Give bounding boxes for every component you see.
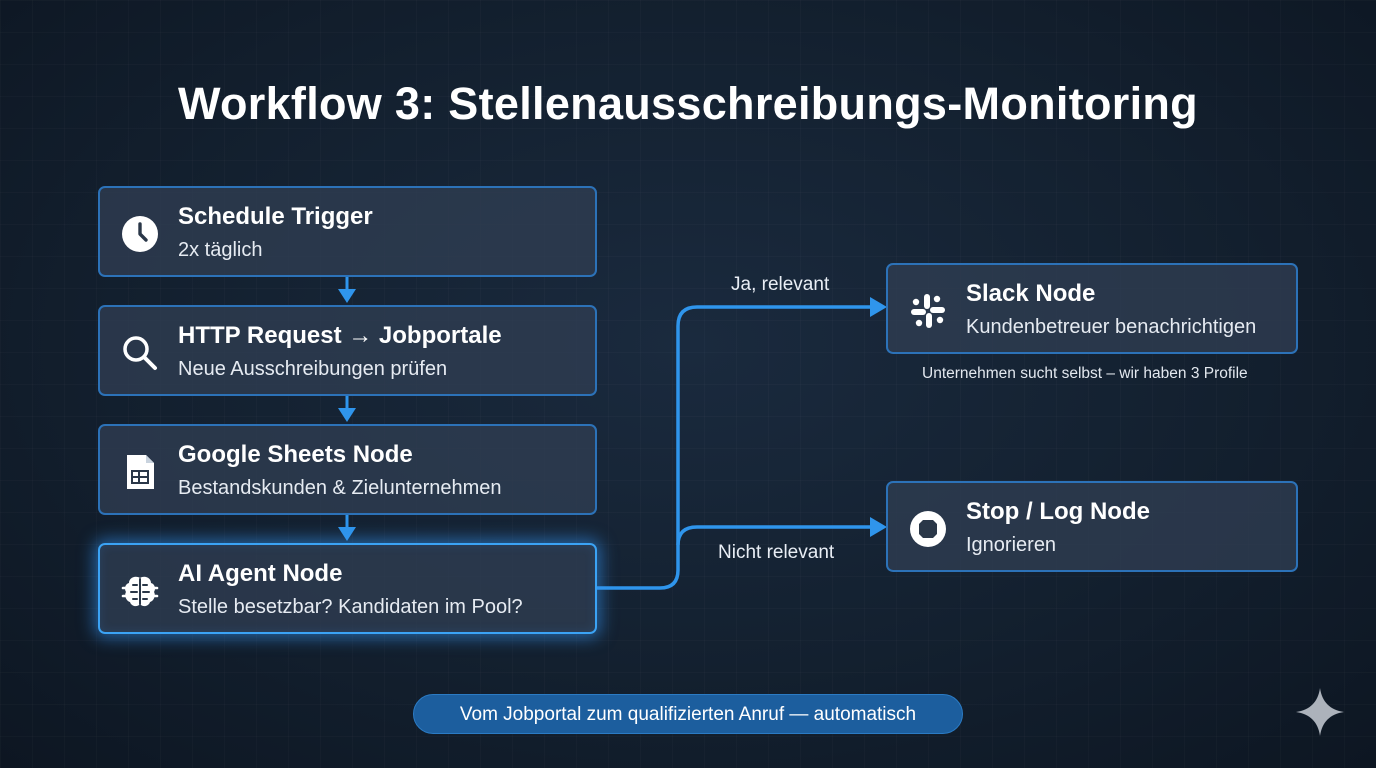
node-title: Schedule Trigger [178, 203, 373, 230]
node-ai-agent[interactable]: AI Agent Node Stelle besetzbar? Kandidat… [98, 543, 597, 634]
arrowhead-http-to-sheets [338, 408, 356, 422]
node-schedule-trigger[interactable]: Schedule Trigger 2x täglich [98, 186, 597, 277]
brain-icon [120, 571, 160, 611]
search-icon [120, 333, 160, 373]
clock-icon [120, 214, 160, 254]
stop-icon [908, 509, 948, 549]
arrowhead-schedule-to-http [338, 289, 356, 303]
node-stop-log[interactable]: Stop / Log Node Ignorieren [886, 481, 1298, 572]
arrowhead-to-slack [870, 297, 887, 317]
node-subtitle: Stelle besetzbar? Kandidaten im Pool? [178, 596, 523, 618]
spreadsheet-icon [120, 452, 160, 492]
node-subtitle: 2x täglich [178, 239, 263, 261]
node-subtitle: Bestandskunden & Zielunternehmen [178, 477, 502, 499]
node-subtitle: Kundenbetreuer benachrichtigen [966, 316, 1257, 338]
branch-trunk [597, 305, 872, 590]
node-subtitle: Ignorieren [966, 534, 1057, 556]
page-title: Workflow 3: Stellenausschreibungs-Monito… [178, 78, 1198, 129]
node-title: AI Agent Node [178, 560, 343, 587]
node-title: Slack Node [966, 280, 1096, 307]
branch-not-relevant [676, 525, 872, 546]
arrowhead-sheets-to-ai [338, 527, 356, 541]
sparkle-icon [1296, 688, 1344, 736]
slack-icon [908, 291, 948, 331]
node-title: HTTP Request → Jobportale [178, 322, 502, 349]
arrowhead-to-stop [870, 517, 887, 537]
node-subtitle: Neue Ausschreibungen prüfen [178, 358, 448, 380]
edge-label-not-relevant: Nicht relevant [718, 542, 835, 563]
edge-label-relevant: Ja, relevant [731, 274, 830, 295]
node-google-sheets[interactable]: Google Sheets Node Bestandskunden & Ziel… [98, 424, 597, 515]
node-title: Google Sheets Node [178, 441, 413, 468]
node-http-request[interactable]: HTTP Request → Jobportale Neue Ausschrei… [98, 305, 597, 396]
slack-note: Unternehmen sucht selbst – wir haben 3 P… [922, 365, 1248, 382]
footer-tagline-pill: Vom Jobportal zum qualifizierten Anruf —… [413, 694, 963, 734]
node-slack[interactable]: Slack Node Kundenbetreuer benachrichtige… [886, 263, 1298, 354]
node-title: Stop / Log Node [966, 498, 1150, 525]
